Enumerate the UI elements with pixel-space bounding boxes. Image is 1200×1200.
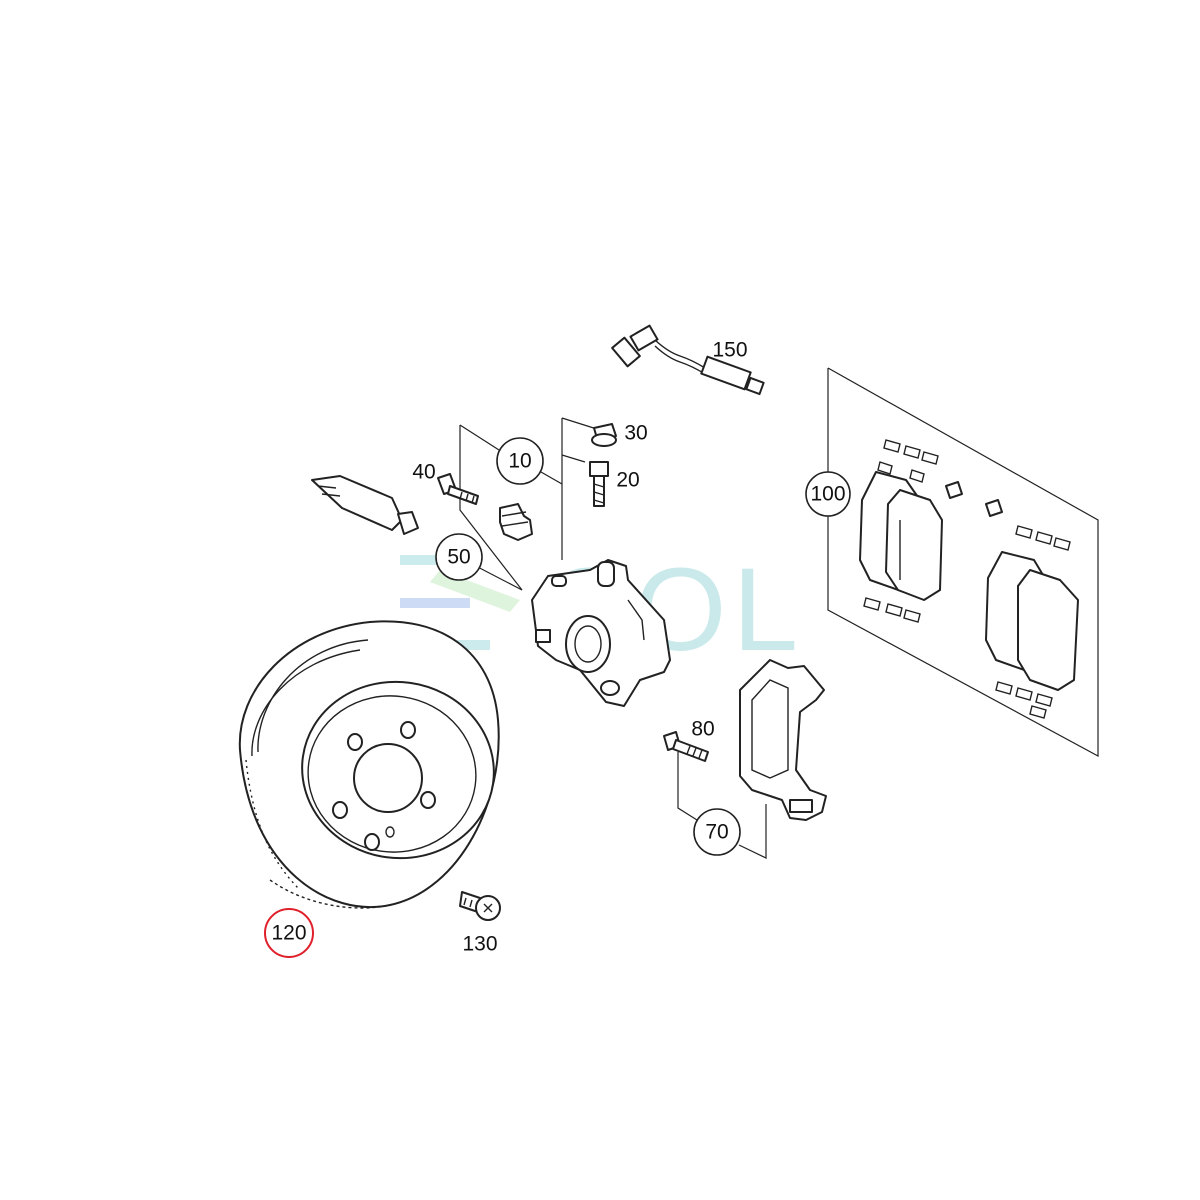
callout-bubble-10 bbox=[496, 437, 544, 485]
callout-10: 10 bbox=[508, 450, 531, 473]
part-40-guide-bolt bbox=[437, 473, 479, 505]
bracket-100 bbox=[827, 367, 1099, 758]
callout-120: 120 bbox=[271, 922, 306, 945]
callout-100: 100 bbox=[810, 483, 845, 506]
part-130-screw bbox=[459, 891, 501, 921]
callout-30: 30 bbox=[624, 422, 647, 445]
pad-clips-bottom-1 bbox=[863, 597, 921, 623]
callout-bubble-120 bbox=[264, 908, 314, 958]
part-20-bleed-screw bbox=[589, 461, 609, 507]
part-guide-boot bbox=[499, 503, 533, 541]
part-10-caliper bbox=[531, 559, 671, 707]
callout-150: 150 bbox=[712, 339, 747, 362]
callout-70: 70 bbox=[705, 821, 728, 844]
pad-clips-top-2 bbox=[1015, 525, 1071, 551]
part-100-brake-pads-front bbox=[859, 439, 943, 623]
part-30-cap bbox=[591, 423, 617, 447]
callout-50: 50 bbox=[447, 546, 470, 569]
bracket-10 bbox=[459, 425, 523, 591]
callout-bubble-70 bbox=[693, 808, 741, 856]
callout-bubble-50 bbox=[435, 533, 483, 581]
part-pad-bolts bbox=[945, 481, 1003, 517]
callout-20: 20 bbox=[616, 469, 639, 492]
callout-80: 80 bbox=[691, 718, 714, 741]
pad-clips-top-1 bbox=[877, 439, 939, 483]
part-100-brake-pads-rear bbox=[985, 525, 1079, 719]
pad-clips-bottom-2 bbox=[995, 681, 1053, 719]
callout-40: 40 bbox=[412, 461, 435, 484]
part-70-carrier bbox=[739, 659, 827, 821]
callout-bubble-100 bbox=[805, 471, 851, 517]
part-150-wear-sensor bbox=[611, 324, 765, 396]
bracket-70 bbox=[677, 752, 698, 821]
callout-130: 130 bbox=[462, 933, 497, 956]
part-50-grease-tube bbox=[311, 475, 419, 535]
part-120-brake-disc bbox=[238, 620, 500, 909]
part-80-bolt bbox=[663, 731, 709, 762]
